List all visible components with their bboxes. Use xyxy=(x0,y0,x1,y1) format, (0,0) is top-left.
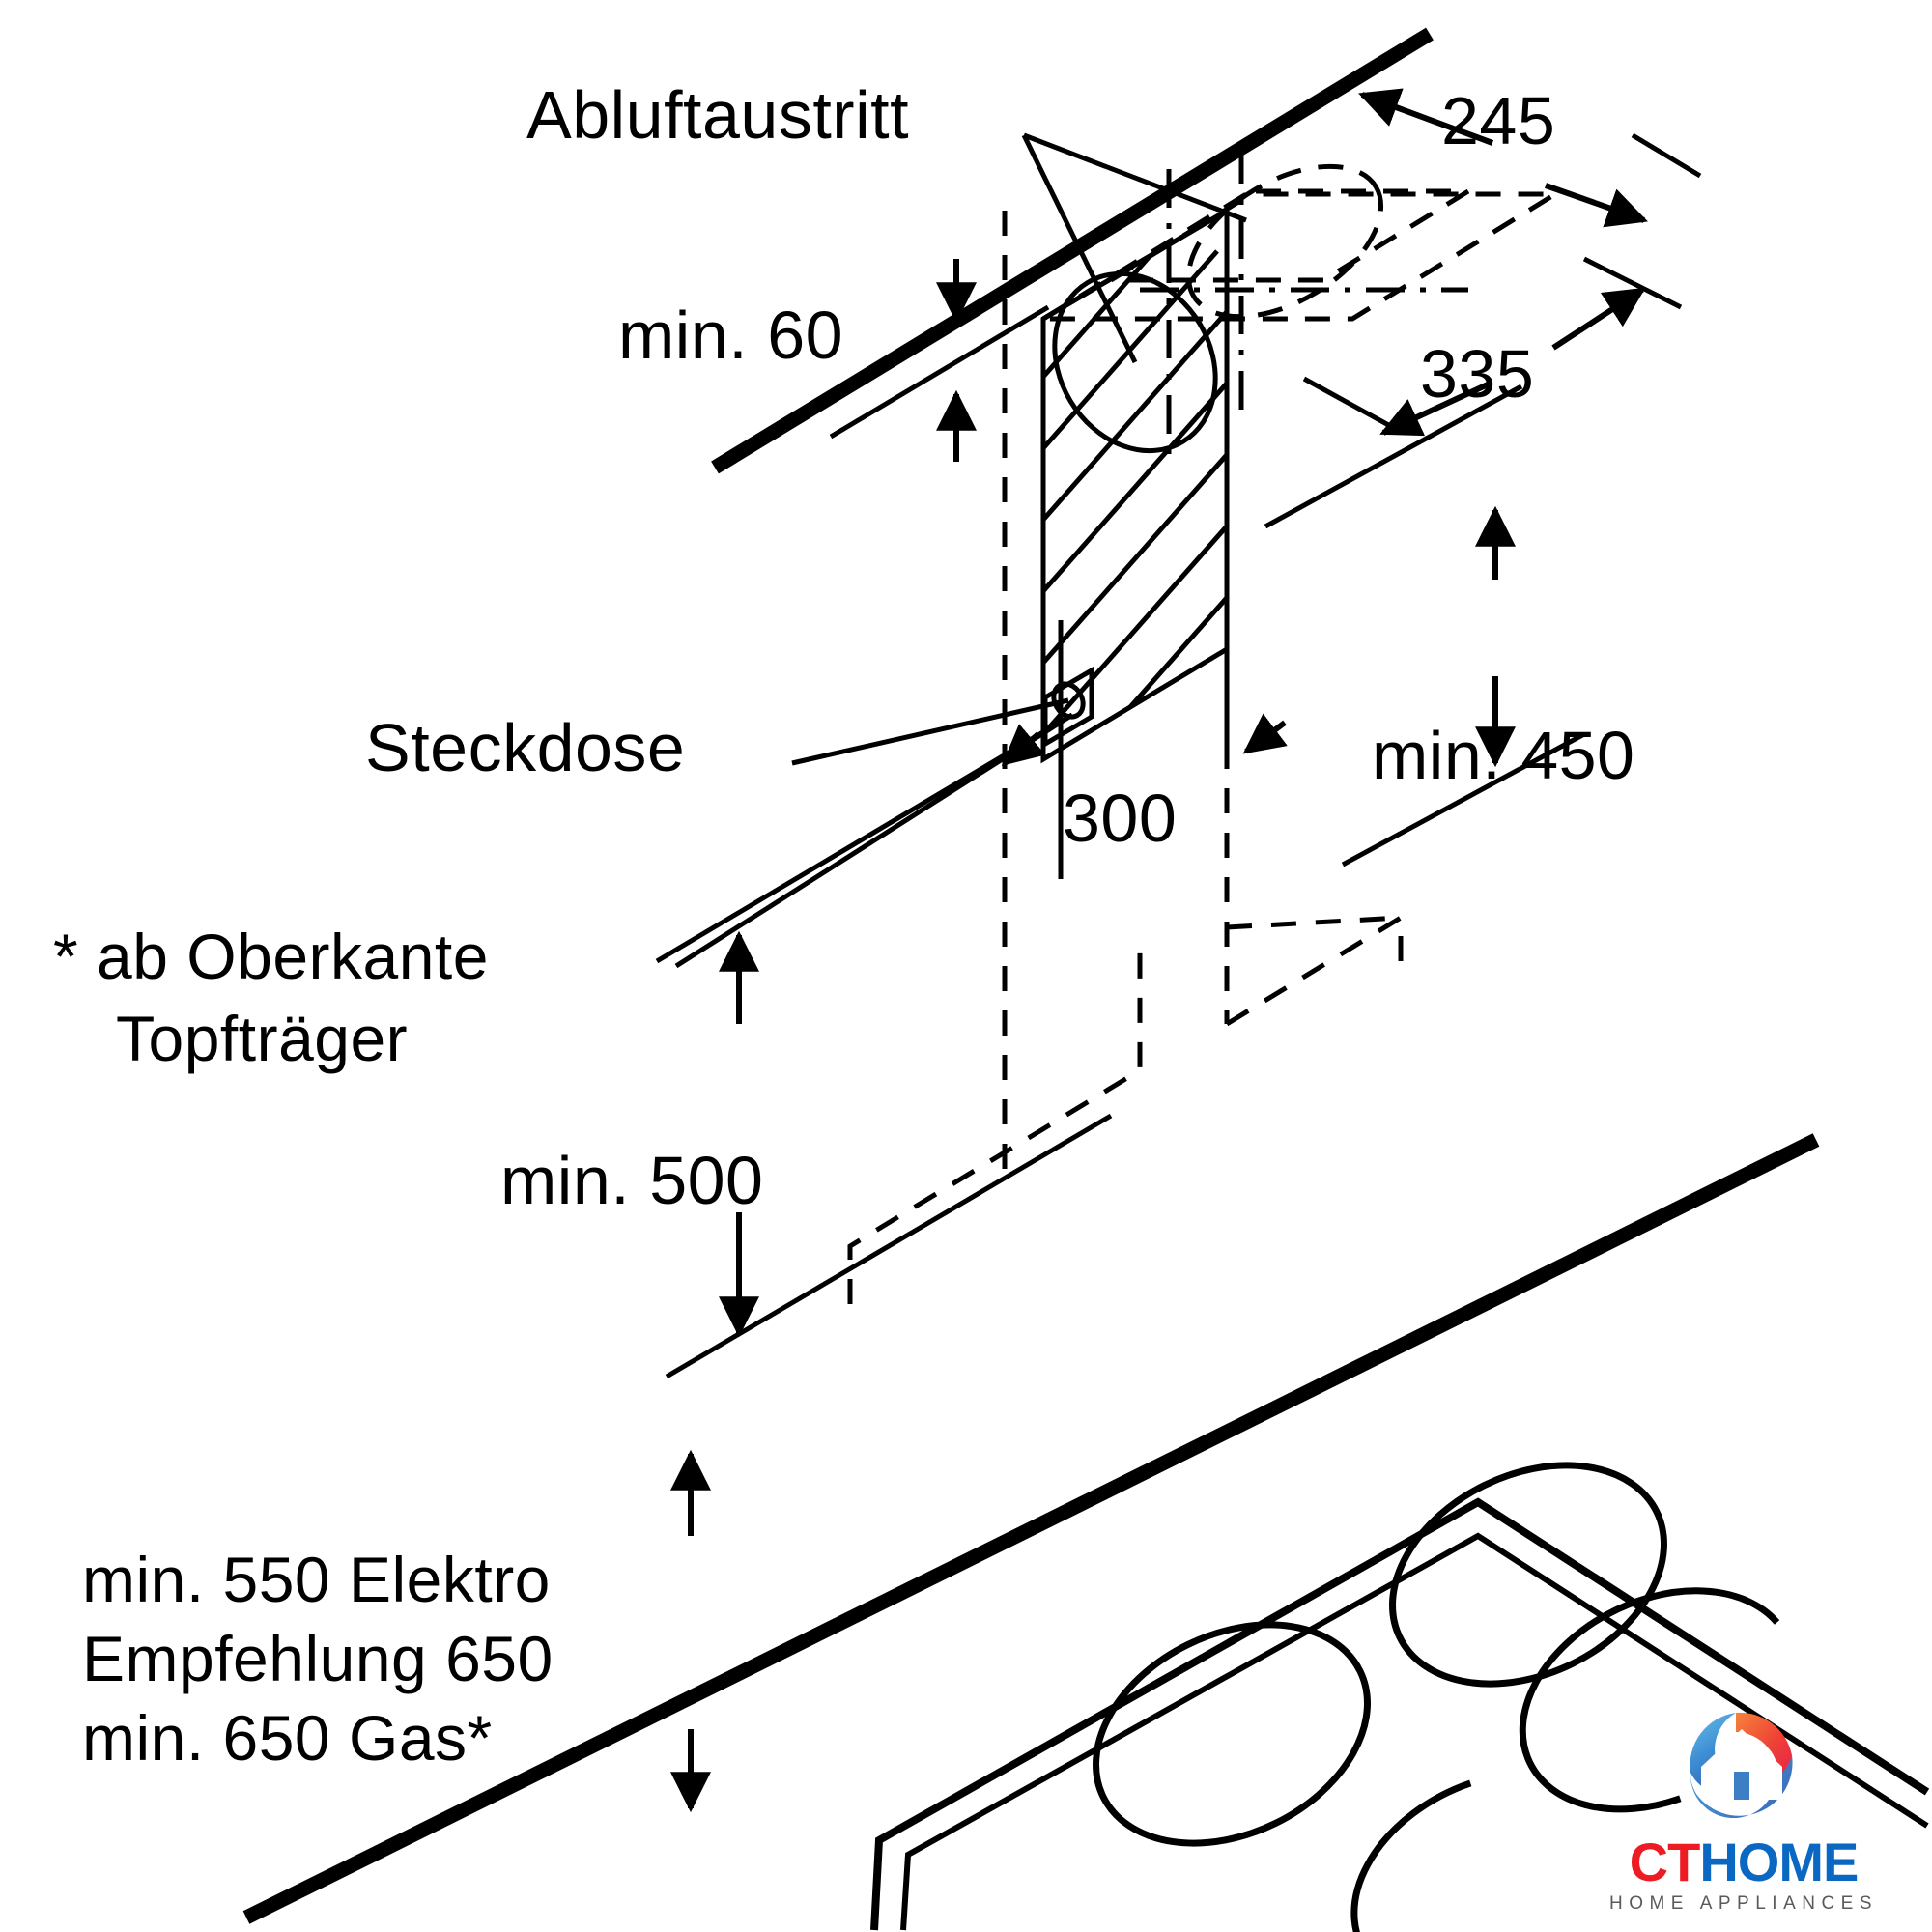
dimension-min-60 xyxy=(829,259,1050,462)
logo-brand-home: HOME xyxy=(1699,1832,1859,1892)
chimney-duct-section xyxy=(1040,206,1230,764)
dimension-min-450 xyxy=(1264,384,1586,867)
dimension-label-335: 335 xyxy=(1420,336,1535,412)
label-steckdose: Steckdose xyxy=(365,710,686,785)
cthome-logo-mark xyxy=(1690,1712,1793,1819)
label-abluftaustritt: Abluftaustritt xyxy=(526,77,910,153)
clearance-line-2: Empfehlung 650 xyxy=(82,1623,554,1694)
hood-canopy-footprint xyxy=(847,913,1404,1304)
worktop-line xyxy=(242,1133,1820,1924)
dimension-label-min-500: min. 500 xyxy=(500,1143,764,1218)
cthome-logo: CTHOME HOME APPLIANCES xyxy=(1575,1700,1913,1922)
footnote-line-2: Topfträger xyxy=(116,1003,409,1074)
footnote-line-1: * ab Oberkante xyxy=(53,921,489,992)
clearance-line-3: min. 650 Gas* xyxy=(82,1702,493,1774)
dimension-label-min-450: min. 450 xyxy=(1372,718,1635,793)
cthome-wordmark: CTHOME xyxy=(1575,1835,1913,1889)
dimension-label-300: 300 xyxy=(1063,781,1178,856)
cthome-tagline: HOME APPLIANCES xyxy=(1608,1893,1879,1914)
ceiling-duct-footprint xyxy=(1035,145,1564,454)
hood-projection-lines xyxy=(1002,211,1230,1174)
dimension-label-245: 245 xyxy=(1441,83,1556,158)
logo-brand-ct: CT xyxy=(1629,1832,1701,1892)
dimension-min-500 xyxy=(655,712,1113,1379)
ceiling-line xyxy=(711,27,1434,474)
cooktop xyxy=(870,1462,1930,1932)
dimension-label-min-60: min. 60 xyxy=(618,298,844,373)
clearance-line-1: min. 550 Elektro xyxy=(82,1544,551,1615)
dimension-335 xyxy=(1302,256,1683,437)
dimension-245 xyxy=(1358,88,1702,228)
